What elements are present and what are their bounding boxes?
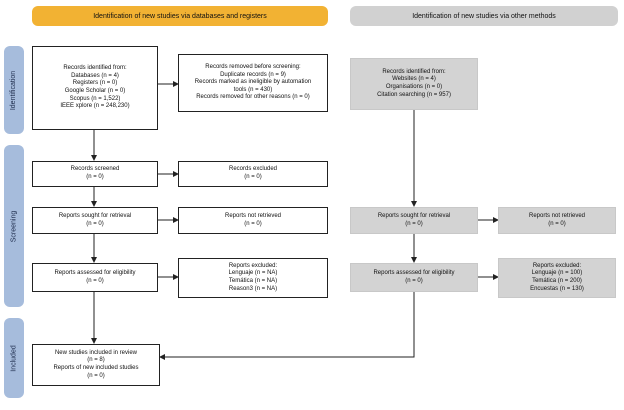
other-reports-excluded-box: Reports excluded: Lenguaje (n = 100) Tem… <box>498 258 616 298</box>
other-excluded-lenguaje: Lenguaje (n = 100) <box>531 270 583 277</box>
duplicate-records: Duplicate records (n = 9) <box>220 71 286 78</box>
reports-assessed-count: (n = 0) <box>86 277 104 284</box>
records-excluded-box: Records excluded (n = 0) <box>178 161 328 187</box>
other-reports-not-retrieved-box: Reports not retrieved (n = 0) <box>498 207 616 234</box>
other-reports-assessed-title: Reports assessed for eligibility <box>373 269 455 276</box>
reports-excluded-tematica: Temática (n = NA) <box>228 278 278 284</box>
reports-assessed-box: Reports assessed for eligibility (n = 0) <box>32 263 158 292</box>
reports-not-retrieved-title: Reports not retrieved <box>224 212 282 219</box>
other-reports-assessed-box: Reports assessed for eligibility (n = 0) <box>350 263 478 292</box>
reports-excluded-reason3: Reason3 (n = NA) <box>228 285 278 292</box>
other-reports-sought-title: Reports sought for retrieval <box>377 212 451 219</box>
other-reasons: Records removed for other reasons (n = 0… <box>196 94 310 101</box>
other-reports-sought-box: Reports sought for retrieval (n = 0) <box>350 207 478 234</box>
other-records-identified-box: Records identified from: Websites (n = 4… <box>350 58 478 110</box>
ineligible-automation: Records marked as ineligible by automati… <box>194 79 312 86</box>
google-scholar-count: Google Scholar (n = 0) <box>64 88 126 94</box>
records-screened-title: Records screened <box>70 166 120 173</box>
scopus-count: Scopus (n = 1,522) <box>69 95 121 102</box>
header-databases-registers: Identification of new studies via databa… <box>32 6 328 26</box>
records-excluded-count: (n = 0) <box>244 174 262 180</box>
reports-assessed-title: Reports assessed for eligibility <box>54 269 136 276</box>
other-reports-sought-count: (n = 0) <box>405 220 423 227</box>
new-reports-included-count: (n = 0) <box>87 372 105 379</box>
arrow-other-assessed-to-included <box>159 292 415 360</box>
citation-searching-count: Citation searching (n = 957) <box>377 91 451 98</box>
records-removed-title: Records removed before screening: <box>205 64 301 71</box>
other-reports-assessed-count: (n = 0) <box>405 277 423 284</box>
organisations-count: Organisations (n = 0) <box>385 84 443 90</box>
reports-not-retrieved-box: Reports not retrieved (n = 0) <box>178 207 328 234</box>
records-removed-box: Records removed before screening: Duplic… <box>178 54 328 112</box>
ieee-xplore-count: IEEE xplore (n = 248,230) <box>60 103 130 110</box>
phase-included-bar: Included <box>4 318 24 398</box>
reports-sought-title: Reports sought for retrieval <box>58 212 132 219</box>
registers-count: Registers (n = 0) <box>72 80 118 87</box>
other-records-identified-title: Records identified from: <box>382 68 446 75</box>
reports-excluded-lenguaje: Lenguaje (n = NA) <box>228 270 278 277</box>
reports-excluded-title: Reports excluded: <box>228 262 278 269</box>
ineligible-automation-count: tools (n = 430) <box>233 86 273 93</box>
records-screened-count: (n = 0) <box>86 174 104 180</box>
records-screened-box: Records screened (n = 0) <box>32 161 158 187</box>
header-other-methods: Identification of new studies via other … <box>350 6 618 26</box>
header-databases-registers-label: Identification of new studies via databa… <box>93 12 267 20</box>
new-reports-included-label: Reports of new included studies <box>53 365 139 371</box>
websites-count: Websites (n = 4) <box>392 76 436 83</box>
phase-identification-bar: Identification <box>4 46 24 134</box>
header-other-methods-label: Identification of new studies via other … <box>412 12 556 20</box>
databases-count: Databases (n = 4) <box>71 72 119 79</box>
records-identified-title: Records identified from: <box>63 65 127 72</box>
other-excluded-tematica: Temática (n = 200) <box>532 278 582 284</box>
other-reports-not-retrieved-count: (n = 0) <box>548 220 566 227</box>
other-excluded-encuestas: Encuestas (n = 130) <box>530 285 584 292</box>
reports-excluded-box: Reports excluded: Lenguaje (n = NA) Temá… <box>178 258 328 298</box>
phase-screening-bar: Screening <box>4 145 24 307</box>
records-identified-databases-box: Records identified from: Databases (n = … <box>32 46 158 130</box>
reports-sought-box: Reports sought for retrieval (n = 0) <box>32 207 158 234</box>
reports-not-retrieved-count: (n = 0) <box>244 220 262 227</box>
other-reports-not-retrieved-title: Reports not retrieved <box>528 212 586 219</box>
studies-included-box: New studies included in review (n = 8) R… <box>32 344 160 386</box>
new-studies-included-label: New studies included in review <box>54 349 138 356</box>
records-excluded-title: Records excluded <box>228 166 278 173</box>
new-studies-included-count: (n = 8) <box>87 357 105 364</box>
reports-sought-count: (n = 0) <box>86 220 104 227</box>
other-reports-excluded-title: Reports excluded: <box>532 262 582 269</box>
